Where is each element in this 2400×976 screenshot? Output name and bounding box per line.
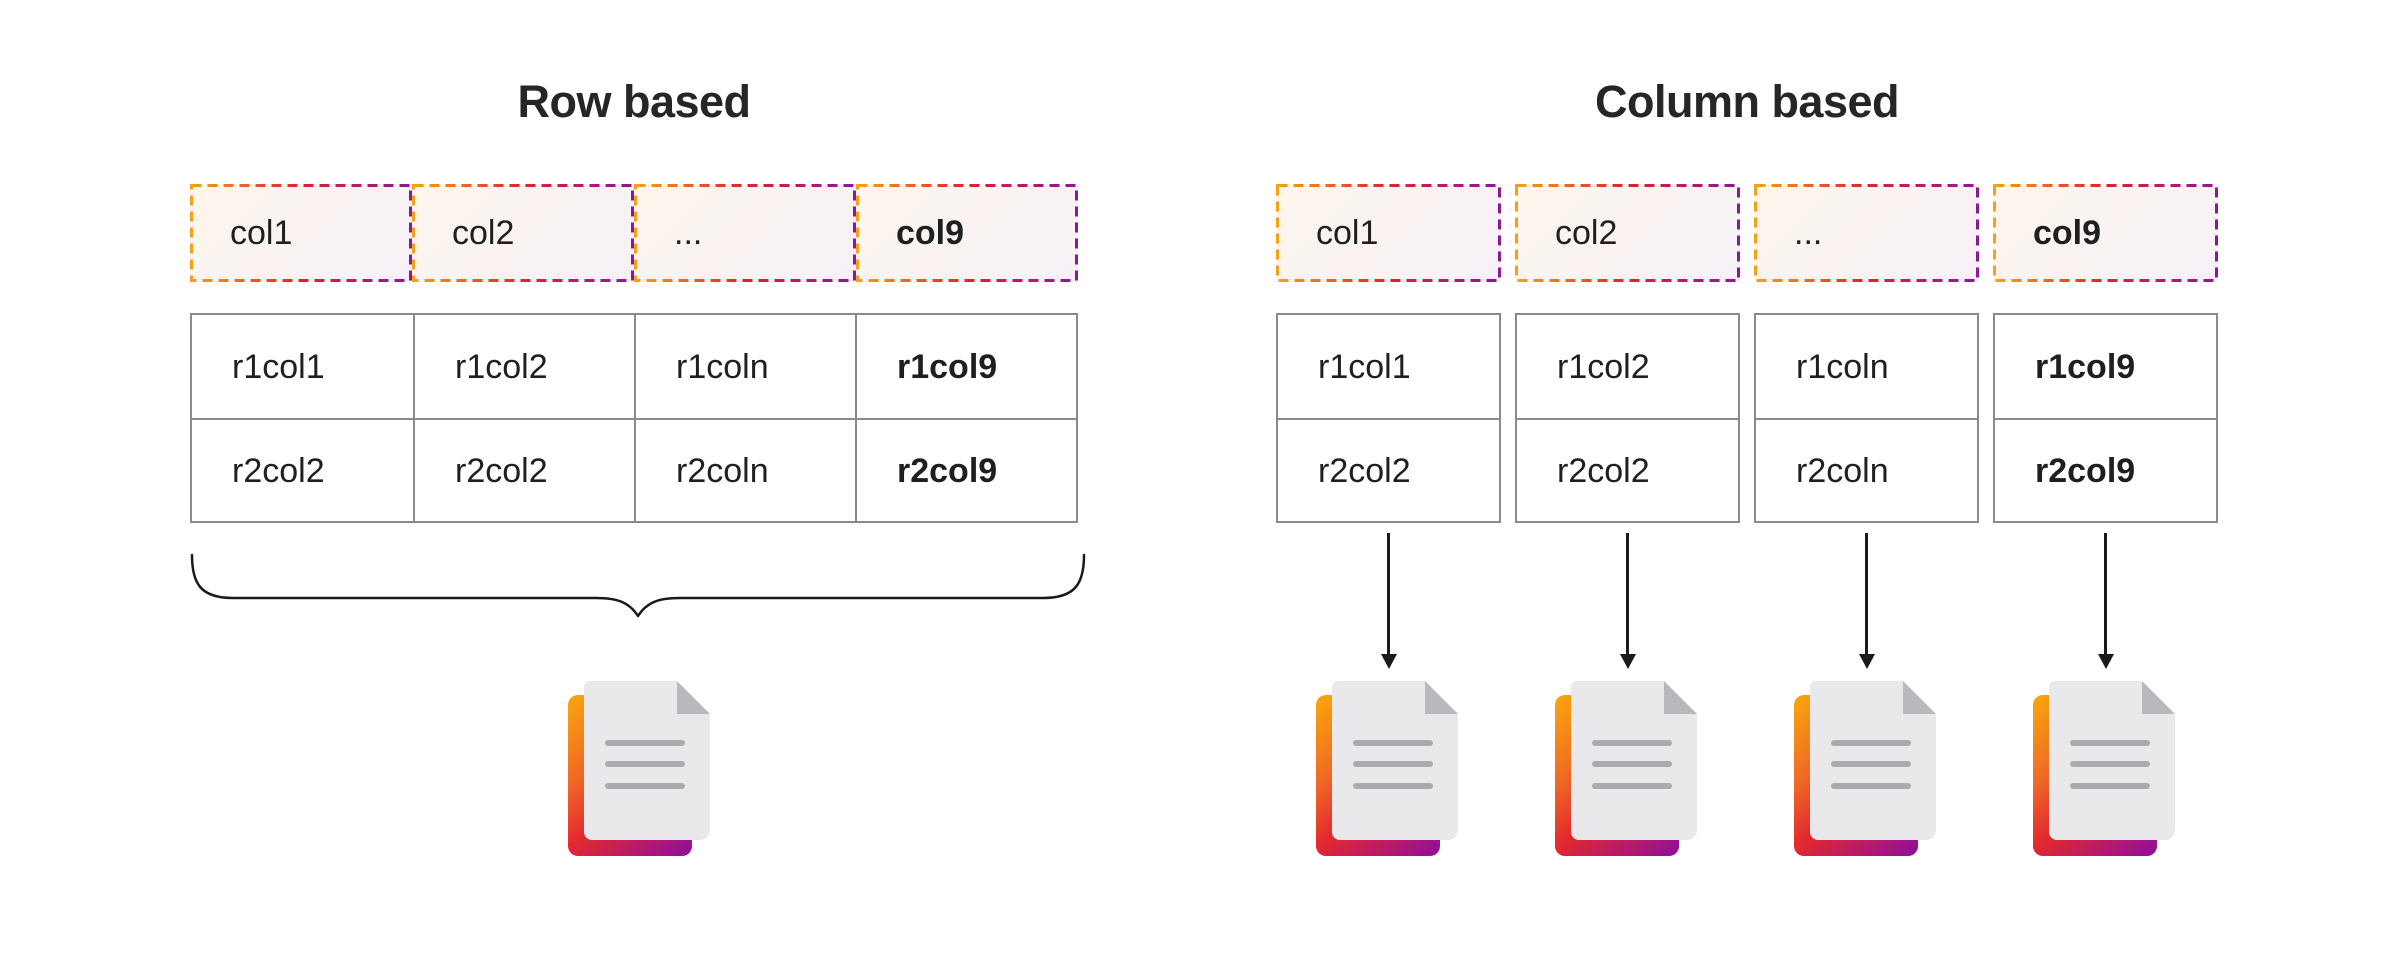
document-text-line — [1831, 740, 1911, 746]
document-text-line — [1831, 761, 1911, 767]
document-icon — [1794, 681, 1938, 857]
document-text-line — [1353, 761, 1433, 767]
down-arrow-icon — [1626, 533, 1629, 655]
table-cell-label: r2col2 — [455, 451, 548, 490]
document-fold-corner-icon — [2142, 681, 2175, 714]
table-cell-label: r2col2 — [232, 451, 325, 490]
table-cell: r2col2 — [1278, 418, 1499, 521]
header-cell-col2: col2 — [1515, 184, 1740, 282]
table-cell: r2col9 — [1995, 418, 2216, 521]
table-cell-label: r1col9 — [2035, 347, 2136, 386]
table-cell: r2col2 — [192, 418, 413, 521]
header-cell-label: ... — [674, 214, 703, 252]
table-cell: r1col1 — [1278, 315, 1499, 418]
document-text-line — [1353, 740, 1433, 746]
table-cell-label: r1coln — [676, 347, 769, 386]
document-text-line — [2070, 761, 2150, 767]
table-cell-label: r2col2 — [1318, 451, 1411, 490]
column-based-title: Column based — [1594, 76, 1900, 127]
document-text-line — [605, 740, 685, 746]
table-cell-label: r2col9 — [897, 451, 998, 490]
document-text-line — [1353, 783, 1433, 789]
document-text-line — [2070, 783, 2150, 789]
table-cell-label: r2coln — [676, 451, 769, 490]
header-cell-col1: col1 — [1276, 184, 1501, 282]
table-cell-label: r2coln — [1796, 451, 1889, 490]
document-fold-corner-icon — [1425, 681, 1458, 714]
column-box-4: r1col9 r2col9 — [1993, 313, 2218, 523]
table-cell: r1col1 — [192, 315, 413, 418]
row-based-table: r1col1 r1col2 r1coln r1col9 r2col2 r2col… — [190, 313, 1078, 523]
column-box-2: r1col2 r2col2 — [1515, 313, 1740, 523]
table-cell: r2col2 — [1517, 418, 1738, 521]
table-cell: r2coln — [1756, 418, 1977, 521]
table-cell: r1col2 — [1517, 315, 1738, 418]
table-cell-label: r2col9 — [2035, 451, 2136, 490]
header-cell-label: col1 — [230, 214, 293, 252]
header-cell-label: col2 — [452, 214, 515, 252]
document-text-line — [1592, 783, 1672, 789]
down-arrow-icon — [2104, 533, 2107, 655]
underbrace — [190, 553, 1086, 618]
table-cell: r1col9 — [1995, 315, 2216, 418]
header-cell-label: col9 — [2033, 214, 2102, 252]
table-cell: r2col2 — [413, 418, 634, 521]
table-cell: r1col2 — [413, 315, 634, 418]
document-icon — [1316, 681, 1460, 857]
document-icon — [2033, 681, 2177, 857]
row-based-title: Row based — [517, 76, 751, 127]
header-cell-col9: col9 — [856, 184, 1078, 282]
document-text-line — [605, 761, 685, 767]
document-fold-corner-icon — [1664, 681, 1697, 714]
table-cell: r1coln — [634, 315, 855, 418]
document-icon — [568, 681, 712, 857]
column-box-3: r1coln r2coln — [1754, 313, 1979, 523]
header-cell-label: ... — [1794, 214, 1823, 252]
document-fold-corner-icon — [677, 681, 710, 714]
header-cell-col9: col9 — [1993, 184, 2218, 282]
table-cell: r2coln — [634, 418, 855, 521]
document-fold-corner-icon — [1903, 681, 1936, 714]
header-cell-ellipsis: ... — [634, 184, 856, 282]
header-cell-label: col1 — [1316, 214, 1379, 252]
table-cell-label: r1col2 — [455, 347, 548, 386]
down-arrow-icon — [1387, 533, 1390, 655]
document-text-line — [605, 783, 685, 789]
document-text-line — [1592, 761, 1672, 767]
header-cell-col1: col1 — [190, 184, 412, 282]
header-cell-label: col2 — [1555, 214, 1618, 252]
table-cell-label: r1coln — [1796, 347, 1889, 386]
row-based-header-row: col1 col2 ... col9 — [190, 184, 1078, 282]
header-cell-col2: col2 — [412, 184, 634, 282]
column-based-header-row: col1 col2 ... col9 — [1276, 184, 2218, 282]
header-cell-ellipsis: ... — [1754, 184, 1979, 282]
document-text-line — [1592, 740, 1672, 746]
document-icon — [1555, 681, 1699, 857]
table-cell-label: r1col1 — [232, 347, 325, 386]
table-cell-label: r1col9 — [897, 347, 998, 386]
document-text-line — [1831, 783, 1911, 789]
table-cell: r1coln — [1756, 315, 1977, 418]
table-cell: r1col9 — [855, 315, 1076, 418]
down-arrow-icon — [1865, 533, 1868, 655]
table-cell: r2col9 — [855, 418, 1076, 521]
document-text-line — [2070, 740, 2150, 746]
header-cell-label: col9 — [896, 214, 965, 252]
table-cell-label: r2col2 — [1557, 451, 1650, 490]
column-box-1: r1col1 r2col2 — [1276, 313, 1501, 523]
table-cell-label: r1col1 — [1318, 347, 1411, 386]
table-cell-label: r1col2 — [1557, 347, 1650, 386]
